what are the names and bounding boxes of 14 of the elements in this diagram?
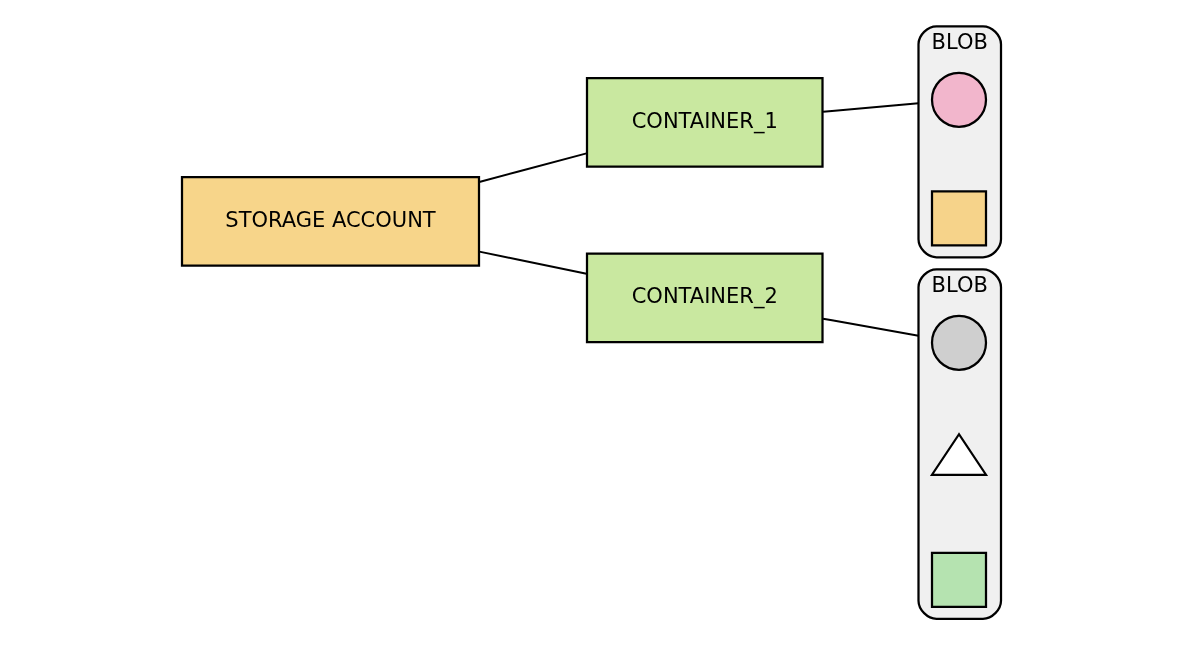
connector	[822, 102, 920, 113]
node-box: CONTAINER_1	[585, 76, 824, 168]
cluster: BLOB	[917, 268, 1003, 620]
node-circle	[930, 71, 988, 128]
connector	[478, 152, 588, 183]
node-box	[930, 551, 988, 608]
node-box: STORAGE ACCOUNT	[180, 175, 481, 267]
connector	[822, 317, 920, 337]
node-box: CONTAINER_2	[585, 252, 824, 344]
cluster: BLOB	[917, 25, 1003, 259]
connector	[478, 250, 588, 275]
node-circle	[930, 314, 988, 371]
node-triangle	[929, 432, 989, 476]
node-box	[930, 190, 988, 247]
